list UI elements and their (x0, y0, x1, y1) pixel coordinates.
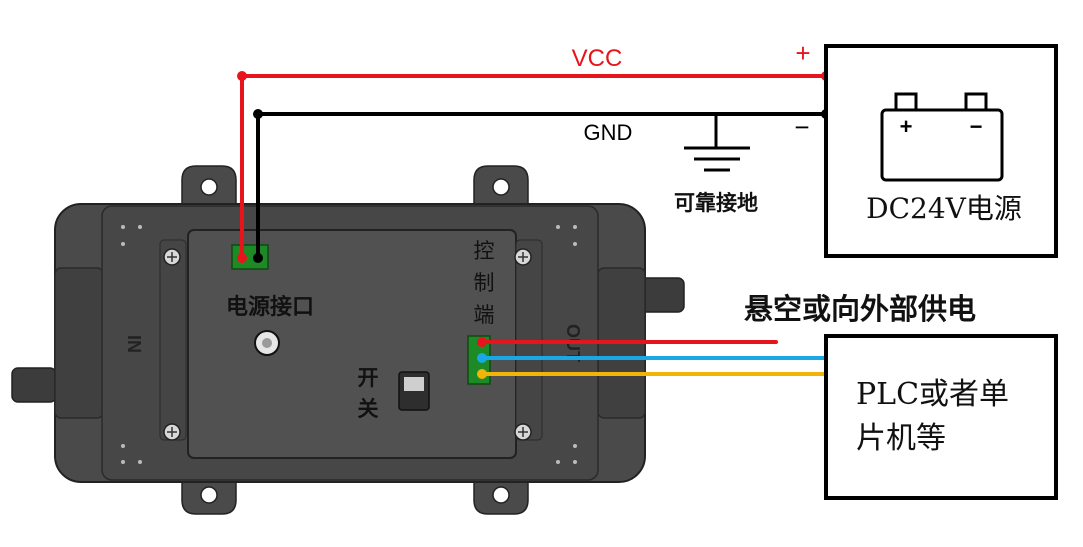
switch-label-1: 开 (358, 366, 379, 390)
power-supply-label: DC24V电源 (866, 192, 1022, 225)
indicator-button-center (262, 338, 272, 348)
power-supply-box (824, 44, 1058, 258)
in-connector (11, 367, 57, 403)
out-connector (639, 277, 685, 313)
decorative-dots (121, 225, 577, 464)
ground-label: 可靠接地 (674, 191, 758, 215)
switch-label-2: 关 (358, 397, 379, 421)
controller-label-line1: PLC或者单 (856, 377, 1009, 412)
controller: PLC或者单 片机等 (824, 334, 1058, 500)
power-port-label: 电源接口 (226, 295, 314, 320)
left-panel (54, 267, 104, 419)
battery-icon (880, 92, 1004, 182)
screws (163, 248, 532, 441)
battery-plus: + (900, 114, 913, 139)
ground-symbol-icon (684, 146, 750, 172)
power-supply: + − DC24V电源 (824, 44, 1058, 258)
floating-note: 悬空或向外部供电 (744, 292, 976, 326)
control-port-label-3: 端 (474, 303, 495, 327)
battery-minus: − (970, 114, 983, 139)
plus-sign: + (795, 38, 810, 68)
controller-box (824, 334, 1058, 500)
toggle-switch-knob (404, 377, 424, 391)
mounting-holes (200, 178, 510, 504)
gnd-label: GND (584, 120, 633, 145)
controller-label-line2: 片机等 (856, 421, 946, 456)
lid-inset-left (159, 239, 187, 441)
device: IN OUT 电源接口 控 制 端 开 关 (11, 165, 685, 515)
vcc-label: VCC (572, 45, 623, 72)
junction-dots (237, 71, 831, 379)
in-label: IN (124, 335, 144, 353)
control-port-label-2: 制 (474, 271, 495, 295)
minus-sign: − (794, 112, 809, 142)
control-port-label-1: 控 (474, 239, 495, 263)
screw-slots (167, 252, 528, 437)
